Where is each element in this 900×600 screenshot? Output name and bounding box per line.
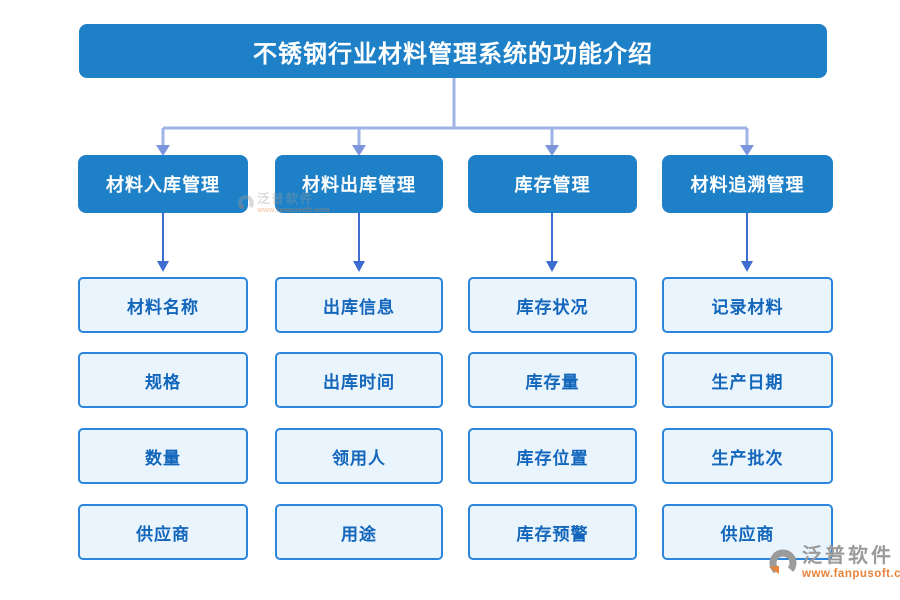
column-header-material-outbound: 材料出库管理 xyxy=(275,155,443,213)
column-traceability: 材料追溯管理 记录材料 生产日期 生产批次 供应商 xyxy=(662,155,833,565)
watermark-brand: 泛普软件 www.fanpusoft.com xyxy=(766,546,900,582)
node-production-date: 生产日期 xyxy=(662,352,833,408)
watermark-brand-text: 泛普软件 xyxy=(257,192,315,207)
node-inventory-location: 库存位置 xyxy=(468,428,637,484)
node-material-name: 材料名称 xyxy=(78,277,248,333)
fanpu-logo-icon xyxy=(237,195,254,211)
watermark-brand-text: 泛普软件 xyxy=(802,545,894,567)
node-production-batch: 生产批次 xyxy=(662,428,833,484)
column-material-outbound: 材料出库管理 出库信息 出库时间 领用人 用途 xyxy=(275,155,443,565)
watermark-faint: 泛普软件 www.fanpusoft.com xyxy=(236,193,330,214)
watermark-url-text: www.fanpusoft.com xyxy=(802,568,900,580)
node-inventory-alert: 库存预警 xyxy=(468,504,637,560)
column-header-inventory: 库存管理 xyxy=(468,155,637,213)
node-outbound-info: 出库信息 xyxy=(275,277,443,333)
page-title: 不锈钢行业材料管理系统的功能介绍 xyxy=(79,24,827,78)
node-record-material: 记录材料 xyxy=(662,277,833,333)
column-inventory: 库存管理 库存状况 库存量 库存位置 库存预警 xyxy=(468,155,637,565)
node-recipient: 领用人 xyxy=(275,428,443,484)
watermark-url-text: www.fanpusoft.com xyxy=(257,206,330,215)
fanpu-logo-icon xyxy=(769,549,797,577)
node-quantity: 数量 xyxy=(78,428,248,484)
node-inventory-status: 库存状况 xyxy=(468,277,637,333)
column-material-inbound: 材料入库管理 材料名称 规格 数量 供应商 xyxy=(78,155,248,565)
node-purpose: 用途 xyxy=(275,504,443,560)
node-supplier: 供应商 xyxy=(78,504,248,560)
node-outbound-time: 出库时间 xyxy=(275,352,443,408)
node-specification: 规格 xyxy=(78,352,248,408)
column-header-material-inbound: 材料入库管理 xyxy=(78,155,248,213)
node-inventory-amount: 库存量 xyxy=(468,352,637,408)
node-supplier-trace: 供应商 xyxy=(662,504,833,560)
column-header-traceability: 材料追溯管理 xyxy=(662,155,833,213)
